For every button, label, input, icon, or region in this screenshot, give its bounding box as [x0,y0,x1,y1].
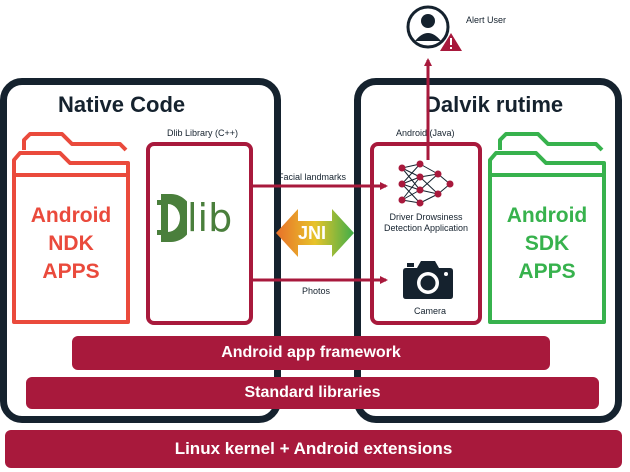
native-code-title: Native Code [58,92,186,117]
camera-icon [403,261,453,299]
android-java-caption: Android (Java) [396,128,455,138]
linux-kernel-bar: Linux kernel + Android extensions [5,430,622,468]
sdk-line-1: Android [506,204,588,227]
drowsiness-app-label: Driver Drowsiness Detection Application [378,212,474,234]
ndk-apps-label: Android NDK APPS [14,202,128,286]
android-app-framework-bar: Android app framework [72,336,550,370]
dalvik-runtime-title: Dalvik rutime [425,92,564,117]
camera-label: Camera [414,306,447,316]
jni-label: JNI [298,223,327,243]
sdk-folder-icon [488,132,606,324]
android-java-box [370,142,482,325]
drowsiness-app-line-2: Detection Application [383,223,469,233]
dlib-gear-icon [157,194,187,242]
dlib-logo-text: lib [187,196,233,240]
dlib-library-caption: Dlib Library (C++) [167,128,239,138]
photos-label: Photos [302,286,331,296]
jni-double-arrow-icon [276,209,354,257]
android-app-framework-label: Android app framework [221,344,401,361]
ndk-line-1: Android [30,204,112,227]
ndk-folder-icon [12,132,130,324]
neural-network-icon [398,160,454,207]
alert-user-label: Alert User [466,15,507,25]
drowsiness-app-line-1: Driver Drowsiness [389,212,463,222]
alert-user-icon [406,5,462,51]
ndk-line-3: APPS [42,260,100,283]
ndk-line-2: NDK [48,232,94,255]
linux-kernel-label: Linux kernel + Android extensions [174,439,453,458]
sdk-line-2: SDK [524,232,570,255]
standard-libraries-bar: Standard libraries [26,377,599,409]
sdk-line-3: APPS [518,260,576,283]
sdk-apps-label: Android SDK APPS [490,202,604,286]
facial-landmarks-label: Facial landmarks [278,172,347,182]
standard-libraries-label: Standard libraries [244,384,381,401]
